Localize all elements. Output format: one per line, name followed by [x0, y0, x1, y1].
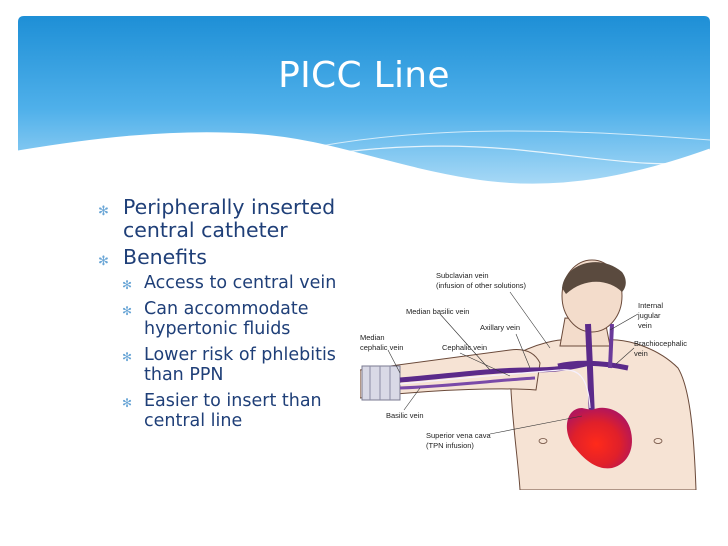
- label-median-cephalic-1: Median: [360, 333, 385, 342]
- bullet-text: Benefits: [123, 245, 207, 269]
- label-internal-jugular-1: Internal: [638, 301, 663, 310]
- sub-bullet-item: ✻ Easier to insert than central line: [122, 391, 363, 431]
- slide-title: PICC Line: [278, 55, 450, 96]
- sub-bullet-text: Easier to insert than central line: [144, 391, 322, 431]
- label-subclavian-vein: Subclavian vein: [436, 271, 489, 280]
- label-basilic-vein: Basilic vein: [386, 411, 424, 420]
- sub-bullet-text: Access to central vein: [144, 273, 337, 293]
- label-internal-jugular-2: jugular: [637, 311, 661, 320]
- bullet-list: ✻ Peripherally inserted central catheter…: [98, 196, 363, 437]
- label-subclavian-note: (infusion of other solutions): [436, 281, 527, 290]
- label-brachiocephalic-1: Brachiocephalic: [634, 339, 687, 348]
- anatomy-diagram: Subclavian vein (infusion of other solut…: [360, 259, 697, 490]
- label-median-cephalic-2: cephalic vein: [360, 343, 403, 352]
- asterisk-bullet-icon: ✻: [122, 350, 133, 364]
- label-cephalic-vein: Cephalic vein: [442, 343, 487, 352]
- bullet-text: Peripherally inserted central catheter: [123, 195, 336, 242]
- sub-bullet-item: ✻ Lower risk of phlebitis than PPN: [122, 345, 363, 385]
- label-superior-vena-cava: Superior vena cava: [426, 431, 491, 440]
- sub-bullet-text: Can accommodate hypertonic fluids: [144, 299, 309, 339]
- asterisk-bullet-icon: ✻: [122, 304, 133, 318]
- label-median-basilic-vein: Median basilic vein: [406, 307, 469, 316]
- header-wave-banner: [0, 0, 728, 200]
- asterisk-bullet-icon: ✻: [98, 254, 109, 269]
- label-axillary-vein: Axillary vein: [480, 323, 520, 332]
- asterisk-bullet-icon: ✻: [98, 204, 109, 219]
- asterisk-bullet-icon: ✻: [122, 278, 133, 292]
- bullet-item: ✻ Peripherally inserted central catheter: [98, 196, 363, 242]
- asterisk-bullet-icon: ✻: [122, 396, 133, 410]
- label-brachiocephalic-2: vein: [634, 349, 648, 358]
- sub-bullet-text: Lower risk of phlebitis than PPN: [144, 345, 336, 385]
- bullet-item: ✻ Benefits: [98, 245, 363, 270]
- label-svc-note: (TPN infusion): [426, 441, 474, 450]
- sub-bullet-item: ✻ Access to central vein: [122, 273, 363, 293]
- wave-banner-graphic: [17, 16, 711, 187]
- label-internal-jugular-3: vein: [638, 321, 652, 330]
- picc-anatomy-illustration: Subclavian vein (infusion of other solut…: [360, 258, 700, 490]
- sub-bullet-item: ✻ Can accommodate hypertonic fluids: [122, 299, 363, 339]
